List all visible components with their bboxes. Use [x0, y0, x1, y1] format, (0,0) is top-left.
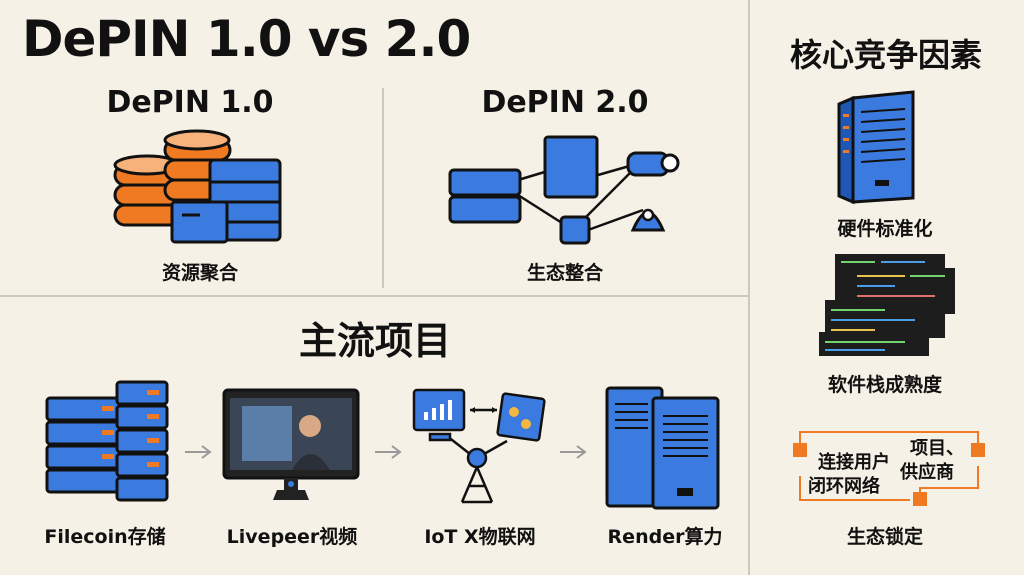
project-label-iotx: IoT X物联网 [424, 526, 536, 548]
horizontal-divider [0, 295, 748, 297]
project-label-livepeer: Livepeer视频 [226, 526, 358, 548]
software-stack-code-icon [819, 254, 955, 356]
iotx-network-icon [412, 388, 546, 504]
depin-1-heading: DePIN 1.0 [106, 85, 274, 120]
resource-aggregation-illustration [113, 129, 282, 244]
ecosystem-lock-diagram: 连接用户 闭环网络 项目、 供应商 [790, 426, 990, 508]
vertical-divider-main [748, 0, 750, 575]
lock-text-right-2: 供应商 [900, 462, 954, 483]
filecoin-storage-icon [45, 380, 169, 502]
projects-heading: 主流项目 [298, 319, 451, 363]
lock-text-left-1: 连接用户 [818, 452, 890, 473]
ecosystem-integration-illustration [448, 135, 680, 245]
lock-bracket-lines [793, 431, 985, 506]
depin-2-heading: DePIN 2.0 [481, 85, 649, 120]
project-label-render: Render算力 [607, 526, 723, 548]
lock-text-right-1: 项目、 [910, 438, 964, 459]
lock-text-left-2: 闭环网络 [808, 476, 880, 497]
render-compute-servers-icon [605, 386, 720, 510]
livepeer-video-monitor-icon [222, 388, 360, 500]
arrow-right-icon [185, 445, 212, 459]
factor-label-ecosystem-lock: 生态锁定 [846, 526, 923, 548]
arrow-right-icon [375, 445, 402, 459]
hardware-standardization-server-icon [837, 90, 915, 205]
project-label-filecoin: Filecoin存储 [44, 526, 166, 548]
arrow-right-icon [560, 445, 587, 459]
depin-2-caption: 生态整合 [526, 262, 603, 284]
depin-1-caption: 资源聚合 [161, 262, 238, 284]
page-title: DePIN 1.0 vs 2.0 [22, 10, 471, 68]
vertical-divider-top [382, 88, 384, 288]
factor-label-hardware: 硬件标准化 [837, 218, 933, 240]
factors-heading: 核心竞争因素 [789, 36, 982, 74]
factor-label-software: 软件栈成熟度 [827, 374, 942, 396]
